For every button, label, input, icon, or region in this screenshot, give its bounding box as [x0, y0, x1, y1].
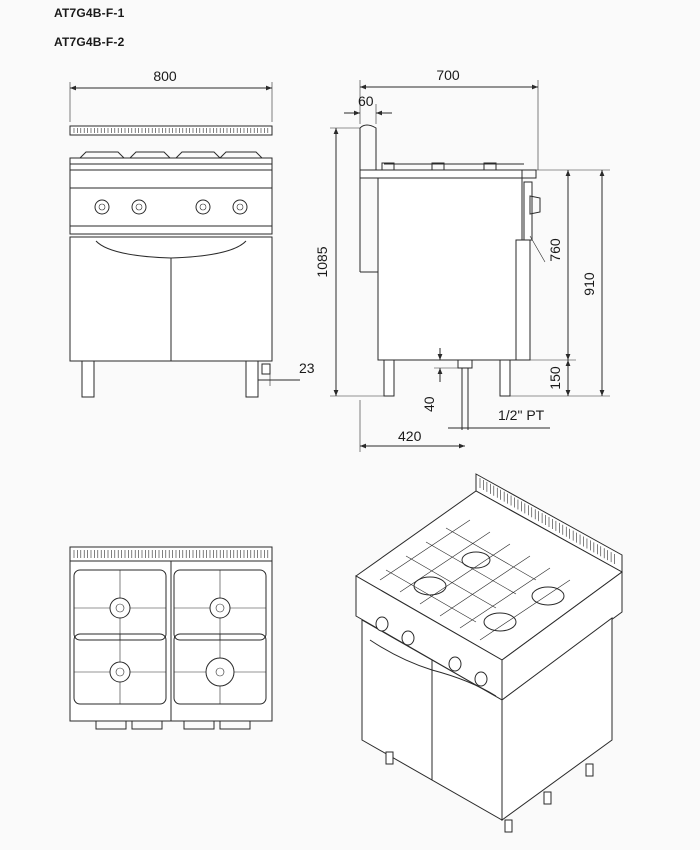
- front-view: 800: [69, 68, 315, 398]
- isometric-view: [355, 473, 623, 833]
- side-view: 700 60: [314, 67, 610, 452]
- front-knobs: [94, 199, 248, 215]
- dim-gas-inlet-depth: 420: [398, 428, 422, 444]
- dim-foot-offset: 23: [299, 360, 315, 376]
- top-view: [69, 546, 273, 730]
- dim-side-depth: 700: [436, 67, 460, 83]
- dim-front-width: 800: [153, 68, 177, 84]
- dim-total-height: 1085: [314, 246, 330, 277]
- iso-burners: [379, 519, 571, 641]
- dim-leg-height: 150: [547, 366, 563, 390]
- dim-side-offset: 60: [358, 93, 374, 109]
- dim-worktop-height: 910: [581, 272, 597, 296]
- dim-body-height: 760: [547, 238, 563, 262]
- model-code-1: AT7G4B-F-1: [54, 6, 125, 20]
- model-code-2: AT7G4B-F-2: [54, 35, 125, 49]
- gas-connection-spec: 1/2" PT: [498, 407, 545, 423]
- iso-knobs: [375, 616, 488, 687]
- dim-gas-inlet-height: 40: [421, 396, 437, 412]
